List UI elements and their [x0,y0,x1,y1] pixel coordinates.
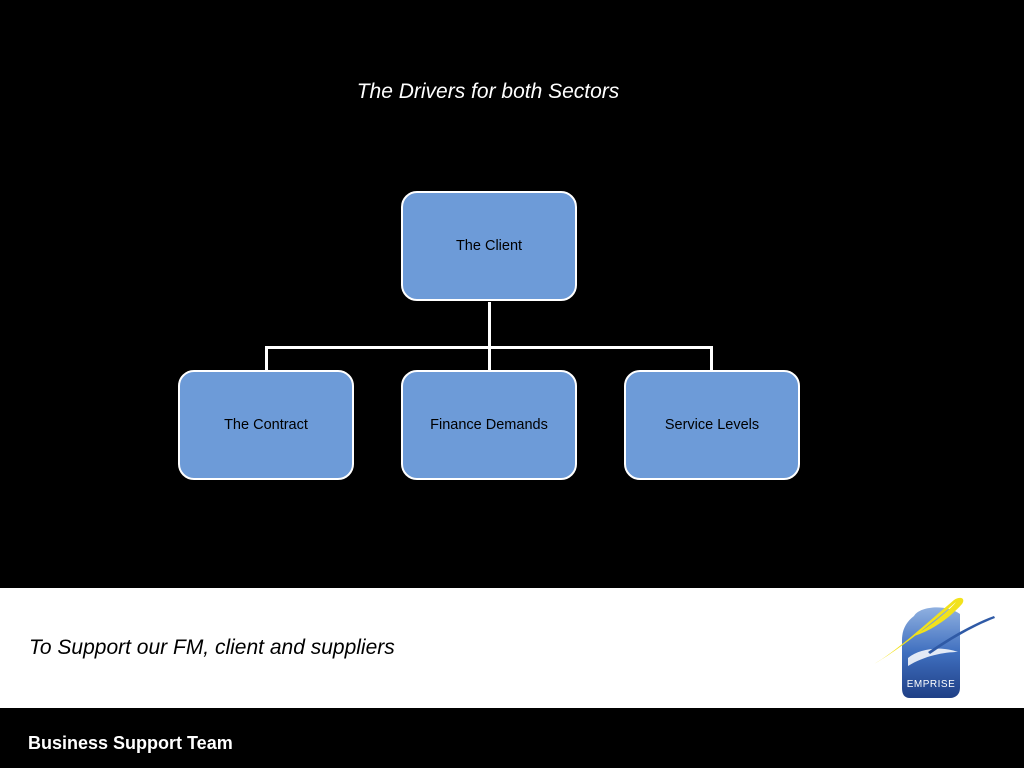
slide-title: The Drivers for both Sectors [356,80,620,103]
connector-left-drop [265,346,268,370]
tagline-text: To Support our FM, client and suppliers [29,636,395,659]
node-label: The Contract [224,417,308,433]
connector-right-drop [710,346,713,370]
node-label: Service Levels [664,417,760,433]
connector-root-stem [488,302,491,350]
footer-bar [0,708,1024,768]
node-service-levels: Service Levels [624,370,800,480]
node-the-contract: The Contract [178,370,354,480]
emprise-logo-icon [874,597,995,698]
logo-text: EMPRISE [906,679,956,690]
tagline-band [0,588,1024,708]
connector-middle-drop [488,346,491,370]
node-the-client: The Client [401,191,577,301]
footer-team-name: Business Support Team [28,733,233,753]
node-label: The Client [455,238,523,254]
node-finance-demands: Finance Demands [401,370,577,480]
node-label: Finance Demands [430,417,548,433]
